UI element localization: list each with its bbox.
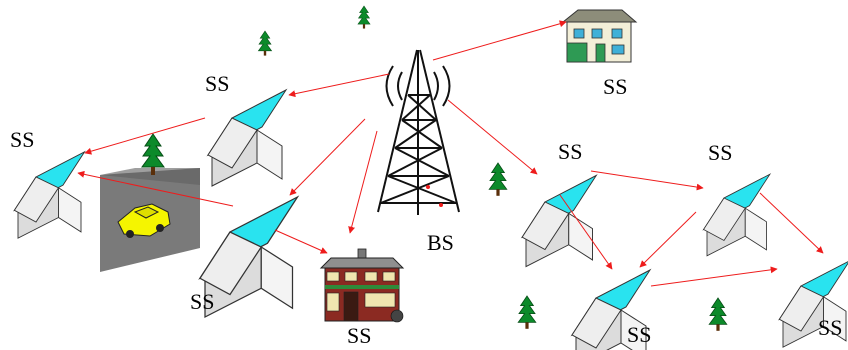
tree-icon	[357, 5, 371, 29]
townhouse-icon	[561, 9, 638, 63]
wireless-links	[77, 20, 824, 287]
tree-icon	[258, 30, 272, 56]
ss-label: SS	[10, 127, 34, 152]
ss-label: SS	[708, 140, 732, 165]
house-ss	[13, 151, 86, 239]
ss-label: SS	[205, 71, 229, 96]
tree-icon	[517, 295, 537, 330]
car-icon	[117, 203, 171, 238]
road-scene	[100, 168, 200, 272]
house-ss	[199, 196, 299, 318]
house-ss	[703, 173, 771, 257]
shop-house-icon	[319, 248, 405, 323]
ss-label: SS	[347, 323, 371, 348]
tree-icon	[708, 297, 728, 332]
tree-icon	[488, 162, 508, 197]
ss-label: SS	[818, 315, 842, 340]
ss-label: SS	[603, 74, 627, 99]
ss-label: SS	[627, 322, 651, 347]
labels: SS SS SS SS SS SS SS SS SS BS	[10, 71, 842, 348]
house-ss	[521, 174, 597, 268]
base-station-tower	[377, 49, 460, 215]
tower-lights	[426, 185, 443, 207]
ss-label: SS	[558, 139, 582, 164]
bs-label: BS	[427, 230, 454, 255]
ss-label: SS	[190, 289, 214, 314]
house-ss	[207, 89, 287, 187]
